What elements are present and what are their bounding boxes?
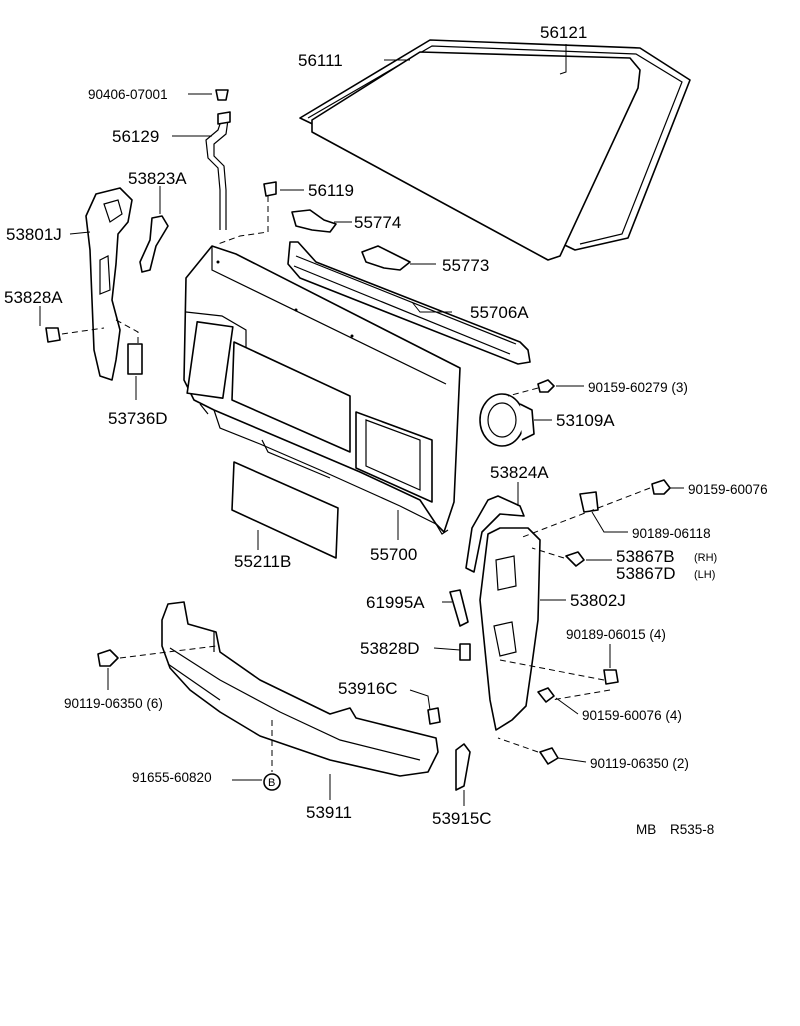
screw-90119-06350-6 bbox=[97, 649, 119, 667]
label-53916C: 53916C bbox=[338, 679, 398, 698]
label-53867D: 53867D bbox=[616, 564, 676, 583]
screw-90119-06350-2 bbox=[539, 747, 559, 765]
front-panel bbox=[183, 245, 461, 535]
label-53915C: 53915C bbox=[432, 809, 492, 828]
label-53828A: 53828A bbox=[4, 288, 63, 307]
bracket-53823A bbox=[139, 215, 169, 273]
label-53867B: 53867B bbox=[616, 547, 675, 566]
cowl-panel bbox=[287, 241, 531, 365]
label-55774: 55774 bbox=[354, 213, 401, 232]
windshield-glass bbox=[311, 51, 641, 261]
ref-code-2: R535-8 bbox=[670, 822, 714, 837]
label-b-marker: B bbox=[268, 777, 275, 789]
label-90119-06350-6: 90119-06350 (6) bbox=[64, 696, 163, 711]
marker-b bbox=[263, 773, 281, 791]
label-53911: 53911 bbox=[306, 803, 352, 822]
label-90189-06015: 90189-06015 (4) bbox=[566, 627, 666, 642]
bumper-extension-53915C bbox=[455, 743, 471, 791]
label-56111: 56111 bbox=[298, 51, 343, 70]
side-brace-right bbox=[479, 527, 541, 731]
label-53867B-side: (RH) bbox=[694, 552, 717, 564]
label-90189-06118: 90189-06118 bbox=[632, 526, 711, 541]
washer-hose bbox=[205, 111, 231, 230]
part-61995A bbox=[449, 589, 469, 627]
headlamp-bucket bbox=[479, 393, 535, 447]
label-53828D: 53828D bbox=[360, 639, 420, 658]
bracket-53824A bbox=[465, 495, 525, 573]
clip-90189-06118 bbox=[579, 491, 599, 513]
label-56129: 56129 bbox=[112, 127, 159, 146]
label-90159-60279: 90159-60279 (3) bbox=[588, 380, 688, 395]
label-90119-06350-2: 90119-06350 (2) bbox=[590, 756, 689, 771]
washer-nozzle bbox=[215, 89, 229, 101]
label-55706A: 55706A bbox=[470, 303, 529, 322]
clip-53916C bbox=[427, 707, 441, 725]
label-56121: 56121 bbox=[540, 23, 587, 42]
leader-lines bbox=[39, 44, 684, 806]
label-53802J: 53802J bbox=[570, 591, 626, 610]
pad-53736D bbox=[127, 343, 143, 375]
label-53736D: 53736D bbox=[108, 409, 168, 428]
bracket-55773 bbox=[361, 245, 411, 271]
side-brace-left bbox=[85, 187, 133, 381]
screw-90159-60279 bbox=[537, 379, 555, 393]
label-53867D-side: (LH) bbox=[694, 569, 715, 581]
bracket-55774 bbox=[291, 209, 337, 233]
clip-53828D bbox=[459, 643, 471, 661]
front-bumper bbox=[161, 601, 439, 777]
label-53109A: 53109A bbox=[556, 411, 615, 430]
part-labels: 56121 56111 90406-07001 56129 53823A 561… bbox=[4, 23, 768, 837]
clip-90189-06015 bbox=[603, 669, 619, 685]
screw-53867 bbox=[565, 551, 585, 567]
label-55211B: 55211B bbox=[234, 552, 291, 571]
label-55700: 55700 bbox=[370, 545, 417, 564]
screw-90159-60076-4 bbox=[537, 687, 555, 703]
label-53823A: 53823A bbox=[128, 169, 187, 188]
ref-code-1: MB bbox=[636, 822, 656, 837]
clip-53828A bbox=[45, 327, 61, 343]
clip-90159-60076 bbox=[651, 479, 671, 495]
label-90159-60076-4: 90159-60076 (4) bbox=[582, 708, 682, 723]
label-90159-60076: 90159-60076 bbox=[688, 482, 768, 497]
label-90406-07001: 90406-07001 bbox=[88, 87, 168, 102]
label-61995A: 61995A bbox=[366, 593, 425, 612]
label-56119: 56119 bbox=[308, 181, 354, 200]
label-55773: 55773 bbox=[442, 256, 489, 275]
label-53801J: 53801J bbox=[6, 225, 62, 244]
license-plate-bracket bbox=[231, 461, 339, 559]
clip-56119 bbox=[263, 181, 277, 197]
label-53824A: 53824A bbox=[490, 463, 549, 482]
label-91655-60820: 91655-60820 bbox=[132, 770, 212, 785]
